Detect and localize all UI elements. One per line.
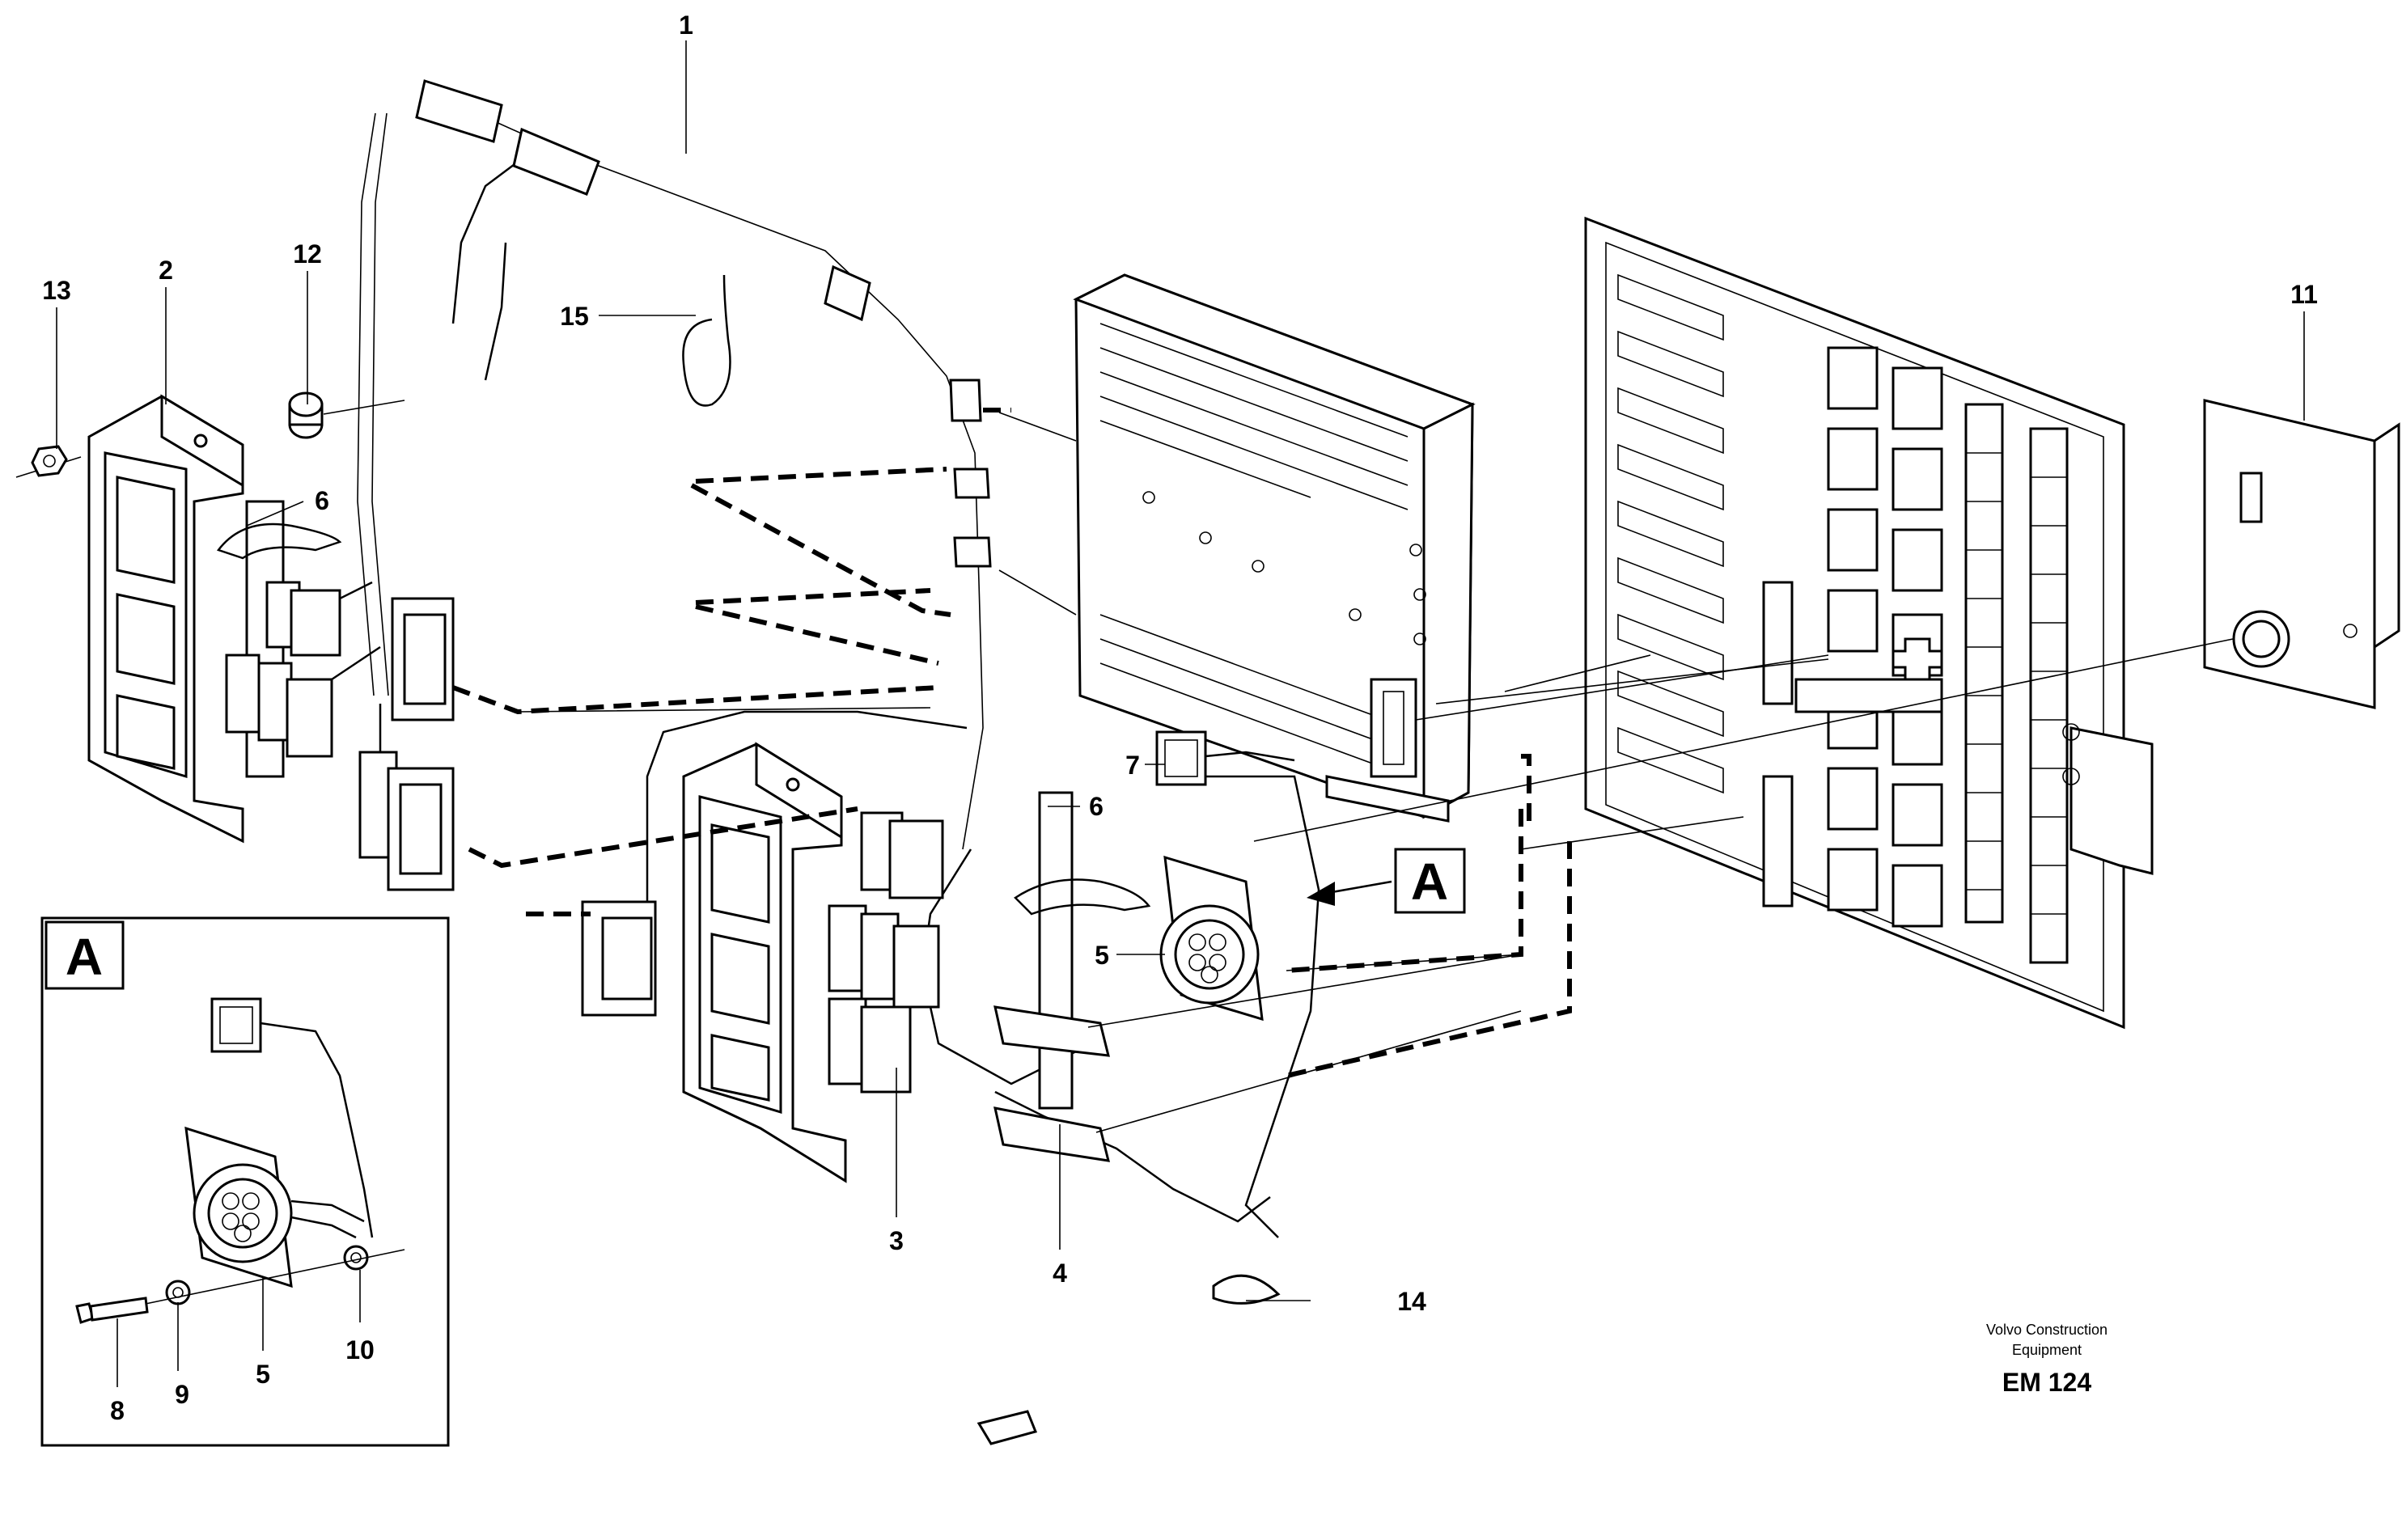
company-line-2: Equipment: [2012, 1342, 2082, 1358]
nut-13: [15, 445, 82, 478]
leader-dashed-lines: [451, 408, 2234, 1133]
callout-3: 3: [889, 1226, 904, 1255]
relay-bracket-left: [87, 394, 244, 844]
control-unit-box: [1073, 273, 1476, 823]
circuit-board: [1584, 216, 2154, 1030]
callout-1: 1: [679, 11, 693, 40]
connectors-center: [828, 811, 1111, 1162]
callout-8: 8: [110, 1396, 125, 1425]
callout-4: 4: [1053, 1259, 1067, 1288]
callout-7: 7: [1125, 751, 1140, 780]
company-line-1: Volvo Construction: [1986, 1322, 2108, 1338]
relay-bracket-center: [581, 742, 847, 1183]
connectors-left: [225, 581, 455, 891]
view-a-indicator: A: [1307, 848, 1466, 914]
view-a-label: A: [1411, 852, 1448, 911]
callout-13: 13: [42, 276, 71, 305]
cover-plate: [2203, 399, 2400, 709]
round-socket-connector: [1159, 855, 1264, 1022]
callout-numbers: 1 2 12 13 15 6 6 7 5 3 4 14 11 8 9 5 10: [42, 11, 2318, 1425]
callout-6-left: 6: [315, 486, 329, 515]
callout-6-center: 6: [1089, 792, 1104, 821]
callout-2: 2: [159, 256, 173, 285]
inset-a-label: A: [66, 928, 103, 986]
callout-5-inset: 5: [256, 1360, 270, 1389]
cable-tie-center: [1014, 791, 1151, 1110]
callout-15: 15: [560, 302, 589, 331]
callout-12: 12: [293, 239, 322, 269]
cable-tie-15: [682, 274, 731, 407]
callout-14: 14: [1397, 1287, 1426, 1316]
main-wire-harness: [307, 79, 1320, 1238]
footer-branding: Volvo Construction Equipment EM 124: [1986, 1322, 2108, 1397]
callout-leaders: [56, 40, 2305, 1387]
detail-inset-a: A: [40, 916, 450, 1447]
ground-cable: [976, 1274, 1281, 1445]
callout-10: 10: [345, 1335, 375, 1364]
drawing-code: EM 124: [2002, 1368, 2091, 1397]
callout-9: 9: [175, 1380, 189, 1409]
spacer-sleeve: [288, 391, 405, 439]
callout-5-main: 5: [1095, 941, 1109, 970]
callout-11: 11: [2290, 280, 2318, 309]
diagnostic-connector: [1155, 730, 1295, 786]
